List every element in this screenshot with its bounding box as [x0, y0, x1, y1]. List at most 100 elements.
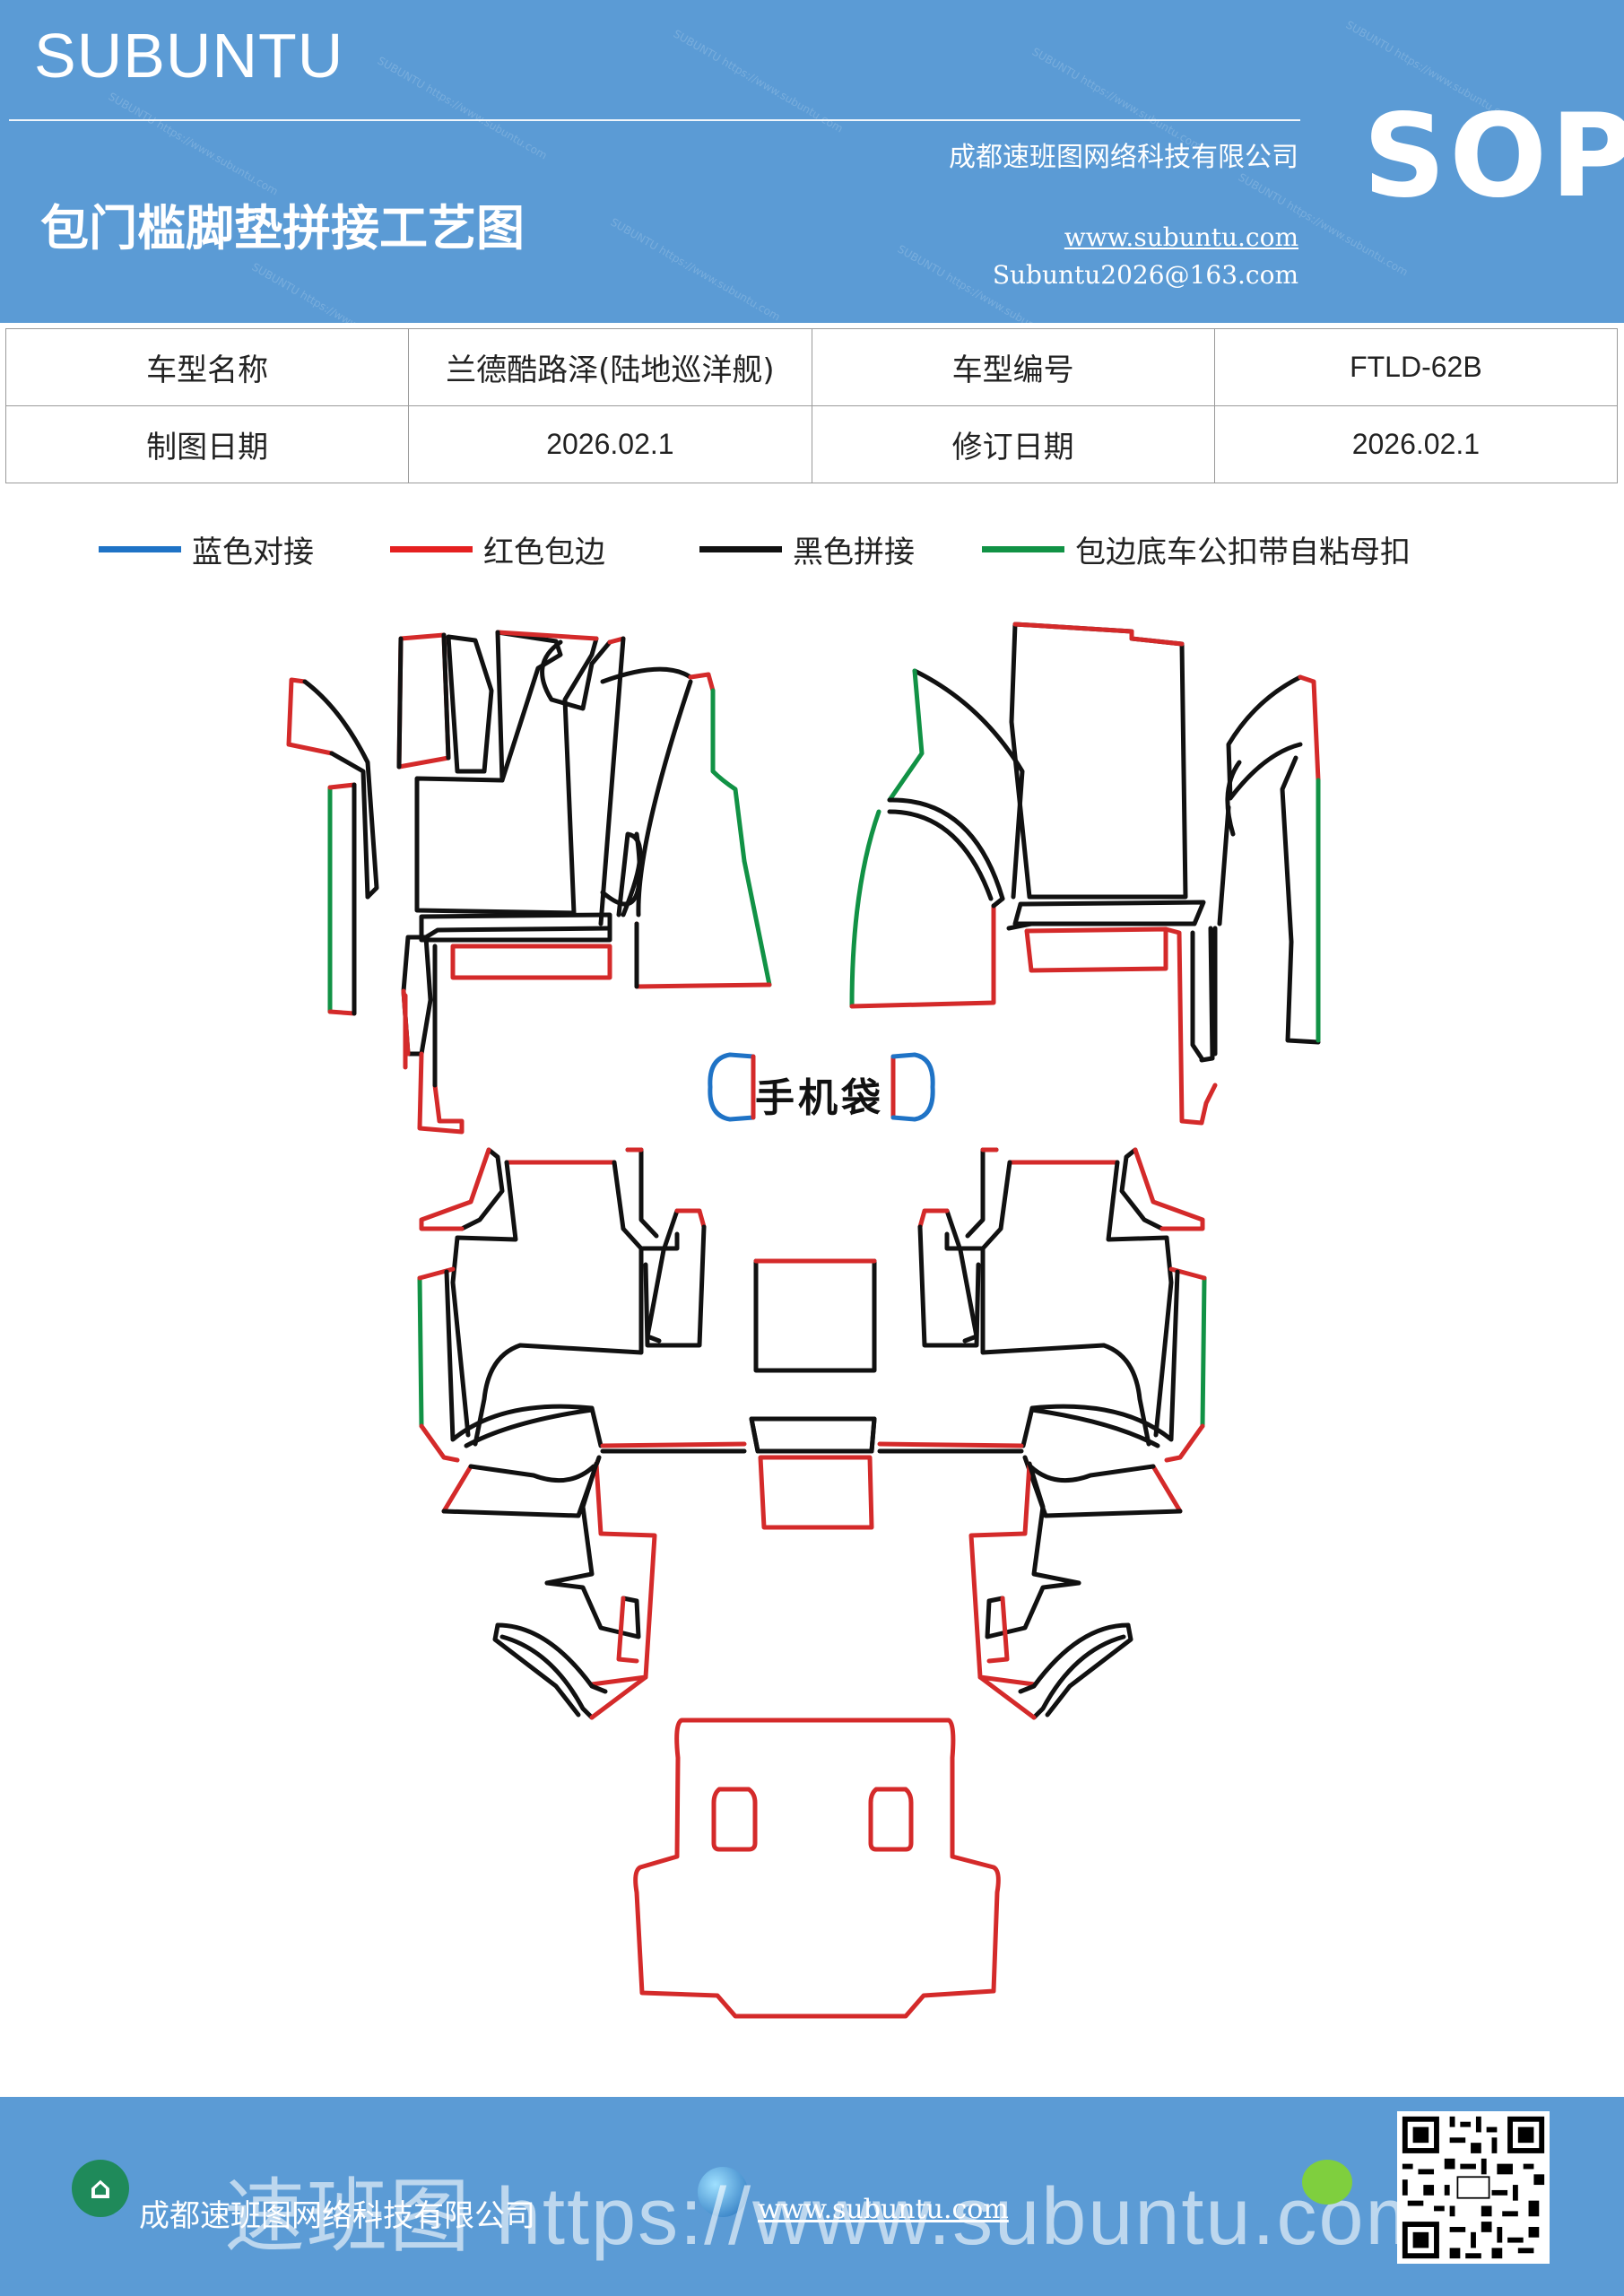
svg-text:SUBUNTU https://www.subuntu.co: SUBUNTU https://www.subuntu.com: [107, 90, 281, 197]
mat-edge: [917, 1208, 950, 1230]
svg-text:SUBUNTU https://www.subuntu.co: SUBUNTU https://www.subuntu.com: [250, 260, 424, 323]
rear-sill-mat-group: [492, 1461, 1133, 1720]
mat-edge: [616, 1596, 639, 1664]
mat-seam: [450, 1160, 518, 1438]
building-icon: ⌂: [72, 2160, 129, 2217]
trunk-hole-right: [868, 1787, 914, 1852]
mat-seam: [459, 1147, 505, 1231]
mat-edge: [986, 1596, 1010, 1664]
mat-seam: [302, 679, 379, 900]
front-left-mat-group: [286, 630, 772, 1135]
legend-label: 红色包边: [483, 535, 605, 570]
legend-label: 蓝色对接: [192, 535, 314, 570]
mat-edge: [1298, 674, 1321, 783]
mat-seam: [473, 1246, 644, 1447]
legend: 蓝色对接 红色包边 黑色拼接 包边底车公扣带自粘母扣: [0, 527, 1624, 572]
mat-seam: [1018, 1622, 1131, 1694]
mat-seam: [598, 636, 693, 926]
mat-seam: [1225, 760, 1242, 837]
svg-text:SUBUNTU https://www.subuntu.co: SUBUNTU https://www.subuntu.com: [376, 54, 550, 161]
mat-seam: [645, 1208, 680, 1344]
velcro-edge: [887, 668, 925, 803]
mat-edge: [1024, 926, 1168, 973]
mat-seam: [1045, 1622, 1133, 1718]
mat-seam: [1012, 900, 1206, 926]
contact-email[interactable]: Subuntu2026@163.com: [992, 260, 1298, 290]
table-cell: FTLD-62B: [1213, 328, 1619, 406]
mat-edge: [977, 1674, 1037, 1720]
mat-seam: [944, 1208, 979, 1344]
mat-seam: [1027, 1461, 1081, 1586]
mat-seam: [600, 666, 693, 684]
mat-seam: [917, 1224, 981, 1348]
mat-edge: [674, 1208, 707, 1230]
mat-seam: [1022, 1455, 1183, 1518]
velcro-edge: [710, 688, 747, 864]
mat-edge: [396, 632, 451, 770]
mat-edge: [758, 1455, 874, 1530]
mat-seam: [980, 1246, 1151, 1447]
mat-edge: [1133, 1147, 1205, 1231]
sop-badge: SOP: [1363, 90, 1624, 223]
website-link[interactable]: www.subuntu.com: [1064, 222, 1298, 252]
mat-edge: [589, 1674, 648, 1720]
pocket-left-edge: [708, 1052, 756, 1122]
mat-edge: [1151, 1464, 1183, 1514]
footer-banner: ⌂ 成都速班图网络科技有限公司 www.subuntu.com 速班图 http…: [0, 2097, 1624, 2296]
trunk-hole-left: [711, 1787, 758, 1852]
mat-seam: [991, 896, 1005, 909]
mat-seam: [985, 1580, 1081, 1639]
mat-seam: [396, 632, 451, 770]
footer-website-link[interactable]: www.subuntu.com: [758, 2194, 1009, 2225]
table-cell: 制图日期: [4, 405, 410, 483]
mat-seam: [499, 1634, 595, 1720]
mat-edge: [634, 921, 772, 989]
mat-seam: [464, 1407, 595, 1448]
mat-seam: [1009, 622, 1188, 900]
mat-seam: [544, 1461, 599, 1586]
mat-edge: [327, 782, 357, 1016]
mat-edge: [688, 672, 716, 693]
footer-watermark: 速班图 https://www.subuntu.com: [224, 2172, 1435, 2262]
mat-seam: [1031, 1634, 1126, 1720]
phone-pocket-label: 手机袋: [755, 1075, 884, 1121]
mat-seam: [1006, 921, 1215, 1063]
velcro-edge: [849, 809, 881, 1009]
mat-seam: [441, 1455, 602, 1518]
table-cell: 车型编号: [811, 328, 1215, 406]
mat-seam: [414, 630, 599, 916]
mat-seam: [492, 1622, 581, 1718]
svg-text:SUBUNTU https://www.subuntu.co: SUBUNTU https://www.subuntu.com: [609, 215, 783, 323]
mat-seam: [444, 1269, 604, 1448]
mat-edge: [1012, 622, 1185, 647]
mat-seam: [329, 751, 370, 900]
legend-swatch: [390, 546, 473, 552]
mat-seam: [495, 630, 505, 783]
mat-edge: [450, 944, 612, 980]
mat-seam: [1280, 755, 1321, 1045]
mat-seam: [1020, 1269, 1180, 1448]
pocket-right-edge: [890, 1052, 935, 1122]
table-cell: 兰德酷路泽(陆地巡洋舰): [408, 328, 812, 406]
velcro-edge: [417, 1275, 424, 1429]
mat-edge: [589, 1461, 657, 1687]
qr-code: [1397, 2111, 1550, 2264]
footer-company-name: 成都速班图网络科技有限公司: [139, 2198, 535, 2234]
legend-swatch: [99, 546, 181, 552]
mat-edge: [968, 1461, 1037, 1687]
mat-seam: [912, 668, 1025, 900]
legend-item-green: 包边底车公扣带自粘母扣: [982, 527, 1411, 571]
mat-seam: [600, 831, 642, 907]
legend-item-black: 黑色拼接: [699, 527, 915, 571]
mat-seam: [419, 912, 612, 943]
mat-seam: [544, 1580, 641, 1639]
mat-edge: [286, 677, 334, 756]
mat-seam: [1029, 1407, 1160, 1448]
company-name: 成都速班图网络科技有限公司: [949, 142, 1298, 173]
velcro-edge: [1200, 1275, 1207, 1429]
brand-logo-text: SUBUNTU: [34, 21, 344, 91]
phone-pocket: [708, 1052, 935, 1122]
wechat-icon: [1302, 2160, 1352, 2205]
mat-seam: [887, 797, 1005, 901]
center-mat-tunnel: [753, 1258, 877, 1373]
